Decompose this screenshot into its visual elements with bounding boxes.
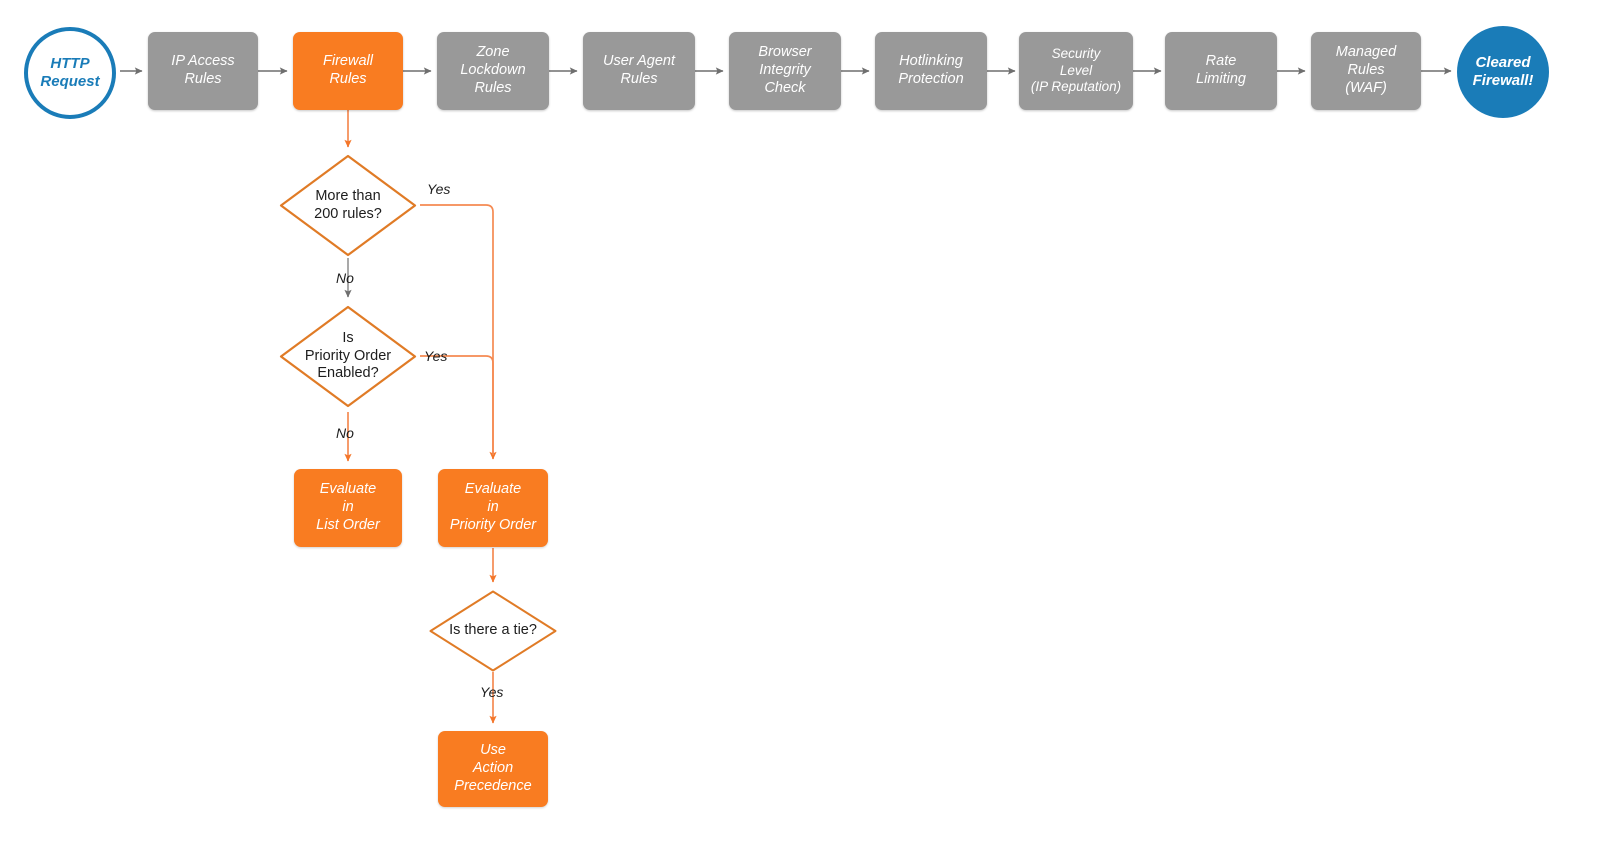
edge-label-more-than-200-no: No — [336, 270, 354, 286]
node-is-there-a-tie-label: Is there a tie? — [449, 622, 537, 639]
edge-label-priority-order-yes: Yes — [424, 348, 448, 364]
diamond-shape-more-than-200-rules — [279, 154, 417, 257]
node-is-there-a-tie[interactable]: Is there a tie? — [428, 589, 558, 673]
edge-label-priority-order-no: No — [336, 425, 354, 441]
diamond-shape-is-there-a-tie — [429, 590, 557, 672]
edge-decision1-yes — [420, 204, 497, 460]
edge-label-more-than-200-yes: Yes — [427, 181, 451, 197]
edge-decision2-yes — [420, 355, 494, 455]
edge-label-tie-yes: Yes — [480, 684, 504, 700]
diamond-shape-is-priority-order-enabled — [279, 305, 417, 408]
